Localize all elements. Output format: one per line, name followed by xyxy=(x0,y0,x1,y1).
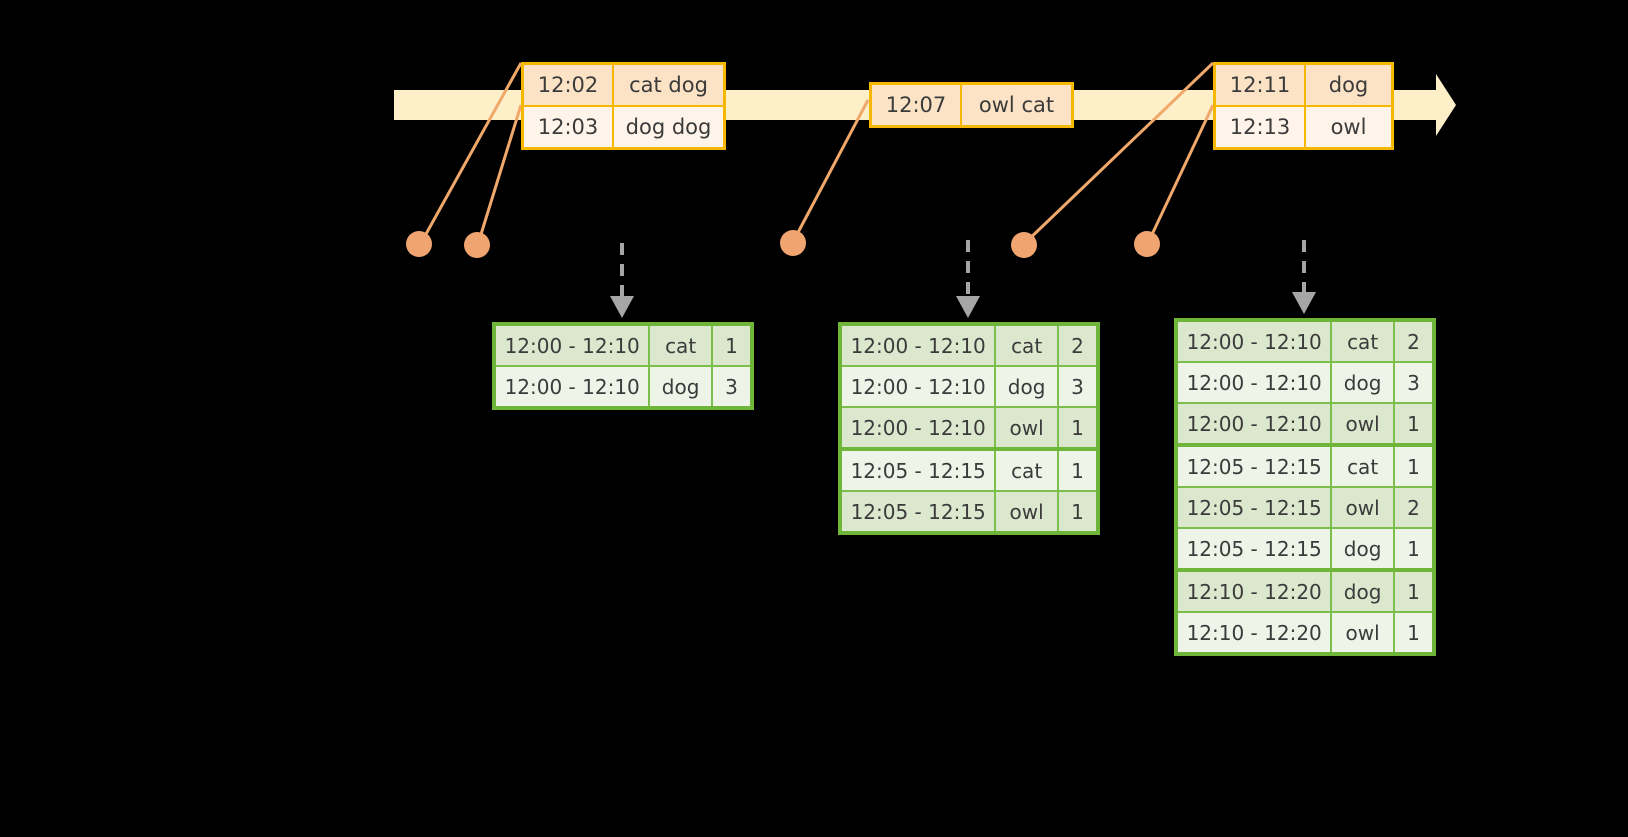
window-cell: 12:00 - 12:10 xyxy=(842,367,997,406)
count-cell: 1 xyxy=(1394,572,1432,611)
connector-line-3 xyxy=(791,99,870,243)
event-group-c[interactable]: 12:11 dog 12:13 owl xyxy=(1213,62,1394,150)
event-row[interactable]: 12:03 dog dog xyxy=(524,105,723,147)
count-cell: 1 xyxy=(1058,408,1096,447)
window-cell: 12:10 - 12:20 xyxy=(1178,613,1333,652)
word-cell: owl xyxy=(1332,613,1395,652)
table-row[interactable]: 12:00 - 12:10 owl 1 xyxy=(1178,402,1432,443)
event-time: 12:02 xyxy=(524,65,614,105)
window-cell: 12:05 - 12:15 xyxy=(842,492,997,531)
count-cell: 1 xyxy=(1058,492,1096,531)
window-cell: 12:00 - 12:10 xyxy=(842,326,997,365)
event-words: cat dog xyxy=(614,65,723,105)
count-cell: 1 xyxy=(1394,529,1432,568)
event-row[interactable]: 12:07 owl cat xyxy=(872,85,1071,125)
table-row[interactable]: 12:05 - 12:15 owl 1 xyxy=(842,490,1096,531)
window-cell: 12:00 - 12:10 xyxy=(1178,322,1333,361)
count-cell: 1 xyxy=(1394,447,1432,486)
event-row[interactable]: 12:13 owl xyxy=(1216,105,1391,147)
word-cell: dog xyxy=(1332,529,1395,568)
window-cell: 12:00 - 12:10 xyxy=(496,367,651,406)
connector-line-2 xyxy=(476,104,523,245)
count-cell: 3 xyxy=(1058,367,1096,406)
window-cell: 12:05 - 12:15 xyxy=(842,451,997,490)
table-row[interactable]: 12:05 - 12:15 owl 2 xyxy=(1178,486,1432,527)
event-group-a[interactable]: 12:02 cat dog 12:03 dog dog xyxy=(521,62,726,150)
event-dot-5 xyxy=(1134,231,1160,257)
event-time: 12:07 xyxy=(872,85,962,125)
table-row[interactable]: 12:05 - 12:15 dog 1 xyxy=(1178,527,1432,568)
word-cell: dog xyxy=(1332,363,1395,402)
count-cell: 1 xyxy=(1058,451,1096,490)
event-words: owl cat xyxy=(962,85,1071,125)
word-cell: cat xyxy=(1332,447,1395,486)
table-row[interactable]: 12:00 - 12:10 dog 3 xyxy=(1178,361,1432,402)
word-cell: dog xyxy=(996,367,1059,406)
event-dot-2 xyxy=(464,232,490,258)
connector-line-5 xyxy=(1146,104,1215,244)
table-row[interactable]: 12:00 - 12:10 cat 1 xyxy=(496,326,750,365)
table-row[interactable]: 12:00 - 12:10 dog 3 xyxy=(842,365,1096,406)
window-cell: 12:05 - 12:15 xyxy=(1178,447,1333,486)
event-words: dog xyxy=(1306,65,1391,105)
event-words: dog dog xyxy=(614,107,723,147)
count-cell: 1 xyxy=(1394,613,1432,652)
word-cell: dog xyxy=(1332,572,1395,611)
count-cell: 3 xyxy=(1394,363,1432,402)
word-cell: dog xyxy=(650,367,713,406)
table-row[interactable]: 12:05 - 12:15 cat 1 xyxy=(842,447,1096,490)
event-row[interactable]: 12:11 dog xyxy=(1216,65,1391,105)
timeline-arrow-head xyxy=(1418,70,1456,140)
count-cell: 1 xyxy=(712,326,750,365)
word-cell: cat xyxy=(996,326,1059,365)
table-row[interactable]: 12:00 - 12:10 dog 3 xyxy=(496,365,750,406)
event-time: 12:03 xyxy=(524,107,614,147)
table-row[interactable]: 12:10 - 12:20 dog 1 xyxy=(1178,568,1432,611)
event-group-b[interactable]: 12:07 owl cat xyxy=(869,82,1074,128)
window-cell: 12:00 - 12:10 xyxy=(1178,404,1333,443)
window-cell: 12:05 - 12:15 xyxy=(1178,529,1333,568)
event-words: owl xyxy=(1306,107,1391,147)
window-cell: 12:10 - 12:20 xyxy=(1178,572,1333,611)
result-table-2[interactable]: 12:00 - 12:10 cat 2 12:00 - 12:10 dog 3 … xyxy=(838,322,1100,535)
result-table-3[interactable]: 12:00 - 12:10 cat 2 12:00 - 12:10 dog 3 … xyxy=(1174,318,1436,656)
table-row[interactable]: 12:05 - 12:15 cat 1 xyxy=(1178,443,1432,486)
trigger-arrow-head-1 xyxy=(610,296,634,318)
event-dot-3 xyxy=(780,230,806,256)
window-cell: 12:05 - 12:15 xyxy=(1178,488,1333,527)
word-cell: cat xyxy=(650,326,713,365)
trigger-arrow-head-3 xyxy=(1292,292,1316,314)
word-cell: owl xyxy=(996,408,1059,447)
table-row[interactable]: 12:00 - 12:10 cat 2 xyxy=(1178,322,1432,361)
window-cell: 12:00 - 12:10 xyxy=(496,326,651,365)
word-cell: owl xyxy=(1332,488,1395,527)
window-cell: 12:00 - 12:10 xyxy=(1178,363,1333,402)
event-time: 12:11 xyxy=(1216,65,1306,105)
count-cell: 2 xyxy=(1394,488,1432,527)
word-cell: cat xyxy=(1332,322,1395,361)
table-row[interactable]: 12:10 - 12:20 owl 1 xyxy=(1178,611,1432,652)
word-cell: cat xyxy=(996,451,1059,490)
table-row[interactable]: 12:00 - 12:10 owl 1 xyxy=(842,406,1096,447)
word-cell: owl xyxy=(1332,404,1395,443)
event-time: 12:13 xyxy=(1216,107,1306,147)
trigger-arrow-head-2 xyxy=(956,296,980,318)
count-cell: 2 xyxy=(1394,322,1432,361)
count-cell: 1 xyxy=(1394,404,1432,443)
event-dot-1 xyxy=(406,231,432,257)
window-cell: 12:00 - 12:10 xyxy=(842,408,997,447)
word-cell: owl xyxy=(996,492,1059,531)
count-cell: 3 xyxy=(712,367,750,406)
event-row[interactable]: 12:02 cat dog xyxy=(524,65,723,105)
event-dot-4 xyxy=(1011,232,1037,258)
table-row[interactable]: 12:00 - 12:10 cat 2 xyxy=(842,326,1096,365)
count-cell: 2 xyxy=(1058,326,1096,365)
result-table-1[interactable]: 12:00 - 12:10 cat 1 12:00 - 12:10 dog 3 xyxy=(492,322,754,410)
